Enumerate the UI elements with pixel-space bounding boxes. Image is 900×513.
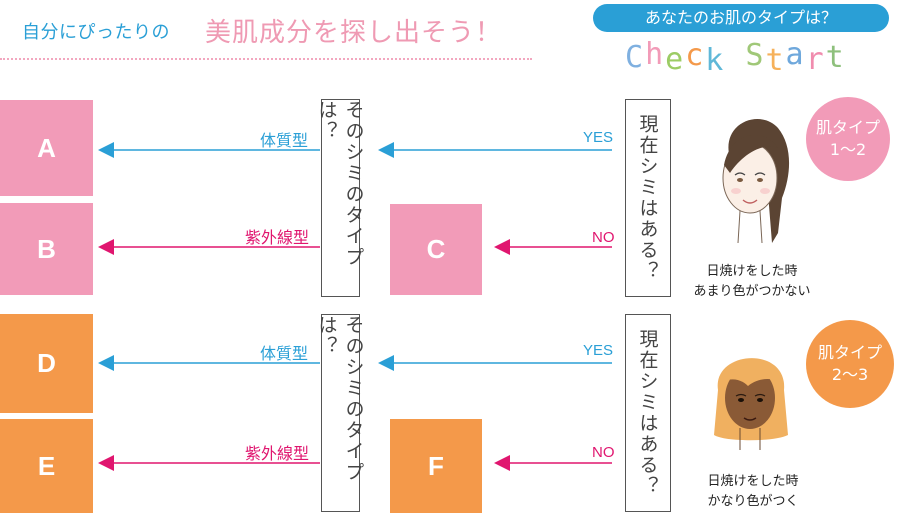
badge-line1: 肌タイプ — [817, 343, 882, 362]
arrowhead-yes-1 — [378, 142, 394, 158]
result-d: D — [0, 314, 93, 413]
label-uv-1: 紫外線型 — [245, 228, 310, 247]
label-yes-1: YES — [583, 129, 614, 146]
arrowhead-uv-2 — [98, 455, 114, 471]
title-lead: 自分にぴったりの — [22, 22, 170, 43]
arrowhead-no-2 — [494, 455, 510, 471]
skin-type-badge-1: 肌タイプ 1〜2 — [806, 97, 890, 181]
arrowhead-no-1 — [494, 239, 510, 255]
result-f: F — [390, 419, 482, 513]
title-divider — [0, 58, 532, 60]
caption-line1: 日焼けをした時 — [706, 264, 798, 279]
caption-line2: かなり色がつく — [707, 494, 799, 509]
result-b: B — [0, 203, 93, 295]
arrowhead-yes-2 — [378, 355, 394, 371]
result-c: C — [390, 204, 482, 295]
badge-line2: 2〜3 — [831, 365, 869, 384]
check-start-heading: Check Start — [625, 37, 846, 78]
label-no-2: NO — [592, 444, 615, 461]
question-box-spots-2: 現在シミはある？ — [625, 314, 671, 512]
label-constitution-1: 体質型 — [260, 131, 309, 150]
result-a: A — [0, 100, 93, 196]
label-uv-2: 紫外線型 — [245, 444, 310, 463]
caption-line2: あまり色がつかない — [693, 284, 811, 299]
arrowhead-uv-1 — [98, 239, 114, 255]
skin-caption-1: 日焼けをした時 あまり色がつかない — [686, 262, 818, 302]
question-box-spots-1: 現在シミはある？ — [625, 99, 671, 297]
question-box-type-2: そのシミのタイプは？ — [316, 314, 365, 512]
result-e: E — [0, 419, 93, 513]
tanned-woman-illustration — [714, 358, 788, 450]
badge-line1: 肌タイプ — [815, 118, 880, 137]
question-spots-text: 現在シミはある？ — [636, 114, 659, 282]
question-box-type-1: そのシミのタイプは？ — [316, 99, 365, 297]
question-spots-text: 現在シミはある？ — [636, 329, 659, 497]
arrowhead-constitution-1 — [98, 142, 114, 158]
question-type-text: そのシミのタイプは？ — [315, 100, 365, 268]
skin-caption-2: 日焼けをした時 かなり色がつく — [696, 472, 810, 512]
question-pill: あなたのお肌のタイプは？ — [593, 4, 889, 32]
question-type-text: そのシミのタイプは？ — [315, 315, 365, 483]
arrowhead-constitution-2 — [98, 355, 114, 371]
fair-skinned-woman-illustration — [722, 119, 790, 244]
label-no-1: NO — [592, 229, 615, 246]
caption-line1: 日焼けをした時 — [707, 474, 799, 489]
label-constitution-2: 体質型 — [260, 344, 309, 363]
label-yes-2: YES — [583, 342, 614, 359]
badge-line2: 1〜2 — [829, 140, 867, 159]
skin-type-badge-2: 肌タイプ 2〜3 — [806, 320, 894, 408]
title-main: 美肌成分を探し出そう！ — [205, 18, 503, 48]
